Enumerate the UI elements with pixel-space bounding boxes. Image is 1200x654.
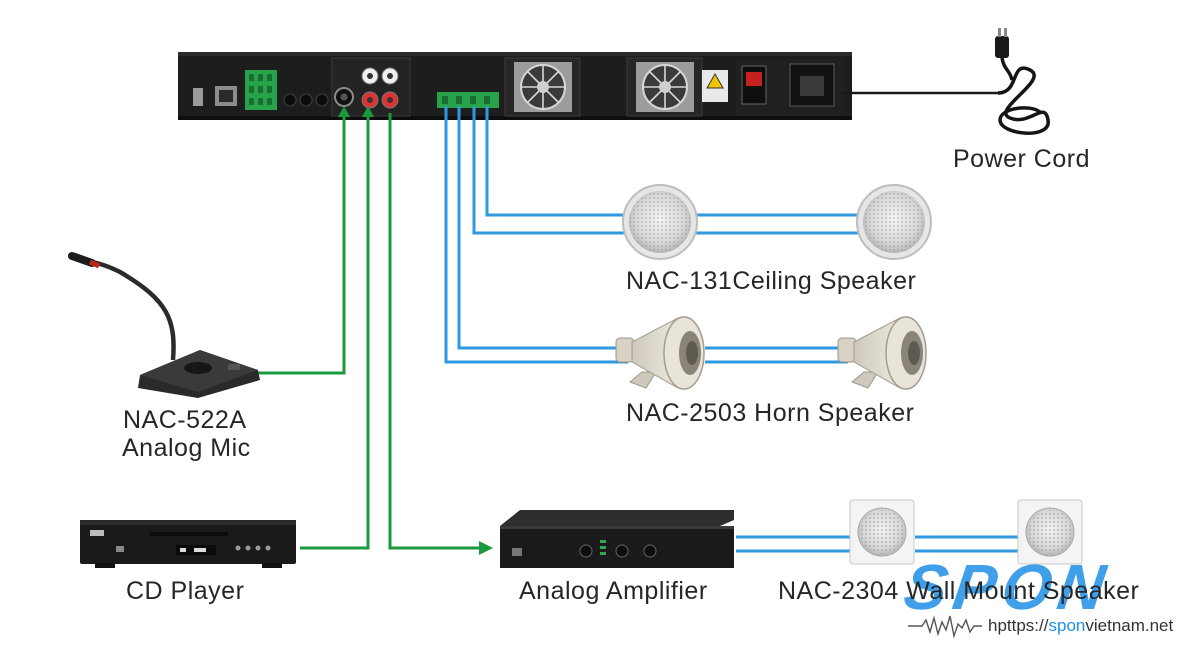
microphone-icon <box>68 252 260 398</box>
power-cord-label: Power Cord <box>953 145 1090 173</box>
ceiling-speaker-icon <box>622 184 698 260</box>
wall-speaker-line <box>736 535 1020 553</box>
front-knobs <box>283 93 329 107</box>
lan-port <box>215 86 237 106</box>
usb-port <box>193 88 203 106</box>
power-inlet <box>789 63 835 107</box>
amplifier-label: Analog Amplifier <box>519 577 708 605</box>
mic-signal-line <box>258 106 350 375</box>
horn-speaker-icon <box>615 316 705 390</box>
cooling-fan-left <box>514 62 572 112</box>
power-switch <box>741 65 767 105</box>
warning-label <box>702 70 728 102</box>
horn-speaker-line <box>444 106 848 364</box>
power-cord-icon <box>995 28 1050 135</box>
cooling-fan-right <box>636 62 694 112</box>
horn-speaker-label: NAC-2503 Horn Speaker <box>626 399 915 427</box>
wall-speaker-icon <box>849 499 915 565</box>
horn-speaker-icon <box>837 316 927 390</box>
rca-inputs <box>361 67 399 109</box>
cd-signal-line <box>300 106 374 550</box>
ceiling-speaker-icon <box>856 184 932 260</box>
ceiling-speaker-label: NAC-131Ceiling Speaker <box>626 267 917 295</box>
url-accent: spon <box>1048 616 1086 635</box>
wall-speaker-label: NAC-2304 Wall Mount Speaker <box>778 577 1140 605</box>
control-terminal-block <box>245 70 277 110</box>
amplifier-icon <box>500 510 734 568</box>
amp-signal-line <box>388 113 493 555</box>
mic-input-jack <box>334 87 354 107</box>
cd-player-label: CD Player <box>126 577 245 605</box>
ceiling-speaker-line <box>472 106 862 235</box>
url-suffix: vietnam.net <box>1085 616 1174 635</box>
wall-speaker-icon <box>1017 499 1083 565</box>
speaker-output-terminal <box>437 92 499 108</box>
website-url: hpttps://sponvietnam.net <box>988 616 1173 636</box>
cd-player-icon <box>80 520 296 568</box>
mic-type-label: Analog Mic <box>122 434 251 462</box>
mic-model-label: NAC-522A <box>123 406 247 434</box>
waveform-icon <box>908 615 982 639</box>
url-prefix: hpttps:// <box>988 616 1049 635</box>
